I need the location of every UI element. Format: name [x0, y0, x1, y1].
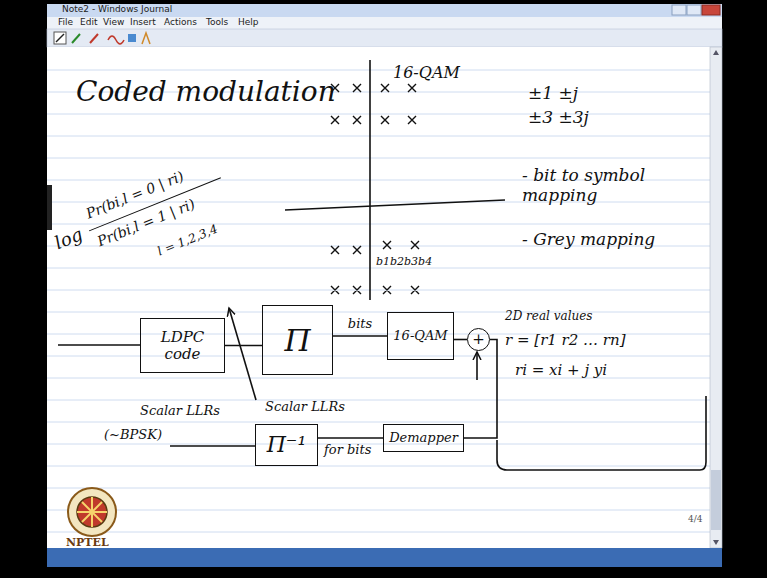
- signal-connector: [333, 335, 387, 337]
- constellation-title: 16-QAM: [393, 64, 460, 82]
- received-vector: r = [r1 r2 … rn]: [505, 332, 626, 349]
- received-sample: ri = xi + j yi: [515, 362, 607, 379]
- pen-icon: [54, 32, 66, 44]
- nptel-logo: [68, 488, 116, 536]
- menu-bar: [47, 17, 722, 29]
- scroll-arrows: [713, 50, 719, 545]
- scroll-thumb: [711, 470, 721, 530]
- symbol-values: ±1 ±j: [528, 84, 578, 104]
- signal-note: (~BPSK): [104, 428, 162, 443]
- logo-text: NPTEL: [66, 537, 109, 550]
- minimize-button: [672, 5, 686, 15]
- signal-connector: [318, 437, 383, 439]
- highlighter-icon: [72, 34, 80, 43]
- status-bar: [47, 548, 722, 567]
- interleaver-box: Π: [262, 305, 333, 375]
- bit-index: l = 1,2,3,4: [156, 223, 220, 260]
- signal-note: for bits: [324, 443, 371, 458]
- page-tab: [47, 185, 52, 230]
- imaginary-axis: [369, 60, 371, 300]
- signal-connector: [225, 345, 262, 347]
- lasso-icon: [108, 36, 124, 44]
- node-text: Demapper: [389, 431, 458, 445]
- menu-item: Insert: [130, 17, 156, 27]
- adder-circle: +: [467, 328, 490, 351]
- close-button: [702, 5, 720, 15]
- signal-connector: [464, 340, 497, 439]
- toolbar: [47, 29, 722, 47]
- output-line: [170, 445, 255, 447]
- node-text: +: [472, 331, 485, 348]
- signal-connector: [454, 339, 467, 341]
- input-line: [58, 344, 140, 346]
- channel-bracket: [497, 396, 706, 470]
- node-text: Π⁻¹: [267, 433, 307, 457]
- scrollbar: [710, 47, 722, 548]
- flag-icon: [142, 33, 150, 44]
- logo-spokes: [77, 497, 107, 527]
- eraser-icon: [90, 34, 98, 43]
- toolbar-icons: [54, 32, 150, 44]
- modulator-box: 16-QAM: [387, 312, 454, 360]
- demapper-box: Demapper: [383, 424, 464, 452]
- ruled-lines: [47, 70, 710, 532]
- signal-note: Scalar LLRs: [140, 404, 220, 419]
- node-text: Π: [284, 324, 310, 357]
- page-number: 4/4: [688, 514, 702, 524]
- llr-log: log: [52, 224, 86, 254]
- menu-item: Edit: [80, 17, 97, 27]
- title-bar: [47, 4, 722, 17]
- logo-core: [77, 497, 107, 527]
- encoder-box: LDPC code: [140, 318, 225, 373]
- pen-stroke: [56, 34, 64, 42]
- select-icon: [128, 34, 136, 42]
- maximize-button: [687, 5, 701, 15]
- window-title: Note2 - Windows Journal: [62, 4, 172, 14]
- menu-item: View: [103, 17, 124, 27]
- real-axis: [285, 200, 505, 210]
- symbol-values: ±3 ±3j: [528, 108, 589, 128]
- bit-label: b1b2b3b4: [376, 256, 432, 269]
- logo-ring: [68, 488, 116, 536]
- deinterleaver-box: Π⁻¹: [255, 424, 318, 466]
- page-title: Coded modulation: [76, 76, 336, 108]
- signal-note: 2D real values: [505, 310, 592, 324]
- menu-item: File: [58, 17, 73, 27]
- page: [47, 47, 710, 548]
- menu-item: Tools: [206, 17, 228, 27]
- node-text: LDPC code: [141, 329, 224, 362]
- llr-leader-arrow: [229, 308, 256, 400]
- menu-item: Actions: [164, 17, 197, 27]
- node-text: 16-QAM: [393, 329, 447, 343]
- note: - Grey mapping: [522, 230, 655, 250]
- note: - bit to symbol mapping: [522, 166, 672, 205]
- menu-item: Help: [238, 17, 259, 27]
- noise-arrow: [476, 352, 478, 380]
- signal-note: Scalar LLRs: [265, 400, 345, 415]
- edge-label: bits: [348, 317, 372, 332]
